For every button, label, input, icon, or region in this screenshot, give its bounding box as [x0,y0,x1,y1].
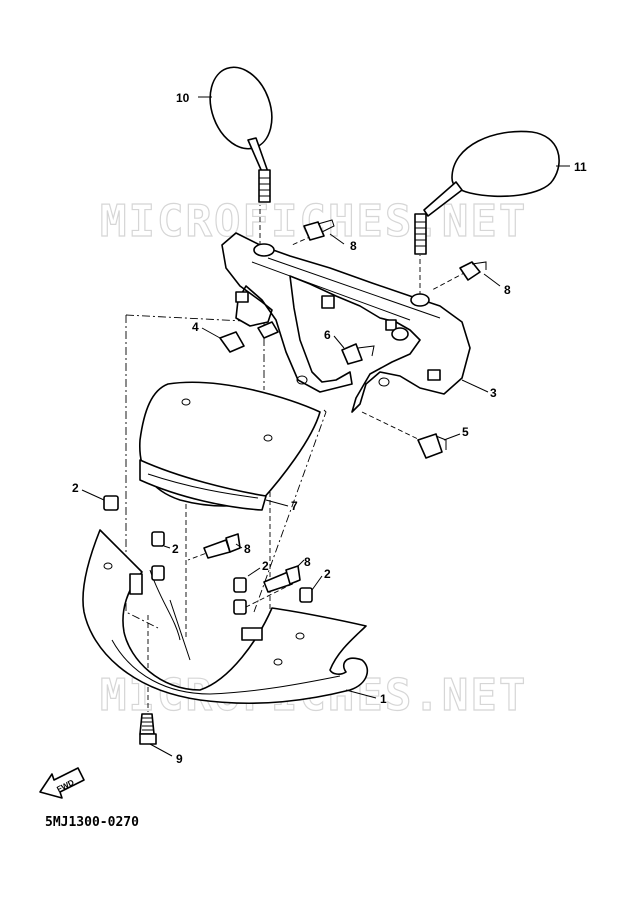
mirror-left [209,66,273,203]
callout-2-right: 2 [324,567,331,581]
callout-9: 9 [176,752,183,766]
callout-7: 7 [291,499,298,513]
callout-8-top-right: 8 [504,283,511,297]
leader-lines [81,96,570,757]
diagram-code: 5MJ1300-0270 [45,815,139,830]
handlebar-rear-cover [221,232,471,413]
front-cover [82,529,369,705]
screw-8-top-left [303,219,335,241]
screw-5 [417,433,447,459]
callout-8-lower: 8 [304,555,311,569]
callout-2-middle: 2 [172,542,179,556]
fwd-arrow-icon: FWD [39,767,85,799]
callout-6: 6 [324,328,331,342]
callout-2-left: 2 [72,481,79,495]
callout-8-top-left: 8 [350,239,357,253]
screw-6 [341,343,375,365]
screw-8-middle [203,533,241,559]
callout-1: 1 [380,692,387,706]
callout-4: 4 [192,320,199,334]
callout-5: 5 [462,425,469,439]
callouts: 10 11 8 8 4 6 3 5 7 2 2 8 2 8 2 1 9 [72,91,587,766]
mirror-right [414,130,560,255]
callout-3: 3 [490,386,497,400]
front-panel [139,381,321,511]
clips [103,321,313,615]
callout-10: 10 [176,91,190,105]
callout-11: 11 [574,160,587,174]
screws [139,219,487,745]
screw-9 [139,713,157,745]
callout-2-lower: 2 [262,559,269,573]
callout-8-middle: 8 [244,542,251,556]
screw-8-top-right [459,261,487,281]
screw-8-lower [263,565,301,593]
